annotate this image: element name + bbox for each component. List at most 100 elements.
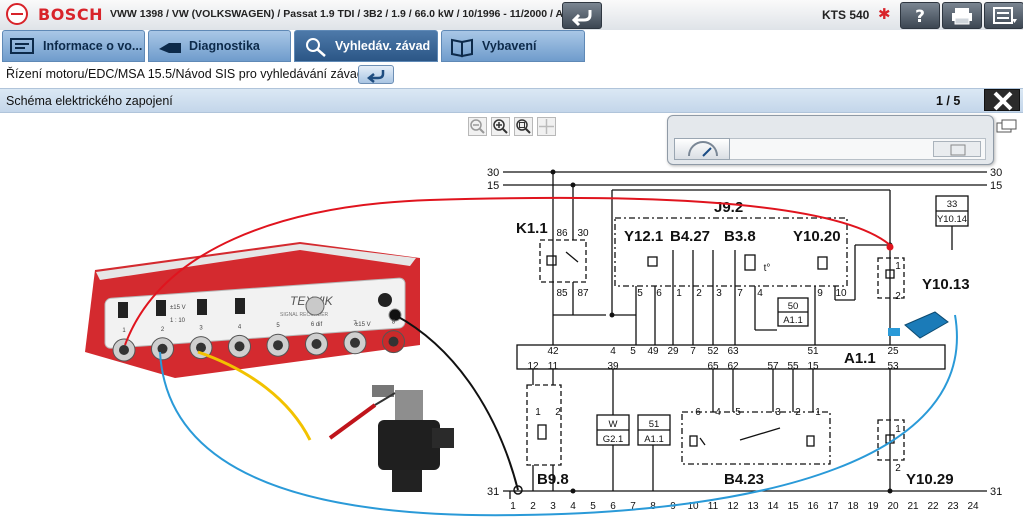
breadcrumb-back-button[interactable] (358, 65, 394, 84)
terminal-number: 2 (530, 501, 536, 512)
tab-vehicle-info[interactable]: Informace o vo... (2, 30, 145, 62)
component-label: Y12.1 (624, 228, 663, 245)
brand-name: BOSCH (38, 5, 103, 24)
gauge-icon (688, 141, 718, 157)
pin-label: 10 (835, 288, 847, 299)
close-icon (993, 91, 1013, 111)
pan-button[interactable] (537, 117, 556, 136)
menu-button[interactable] (984, 2, 1023, 29)
component-label: Y10.13 (922, 276, 970, 293)
pin-label: t° (764, 263, 771, 274)
pin-label: 11 (548, 361, 559, 372)
close-button[interactable] (984, 89, 1020, 111)
component-label: Y10.20 (793, 228, 841, 245)
pin-label: 3 (716, 288, 722, 299)
bluetooth-icon: ✱ (878, 6, 891, 23)
pin-label: 6 (656, 288, 662, 299)
pin-label: 1 (895, 261, 901, 272)
rail-label: 31 (990, 486, 1002, 498)
measurement-overlay-window[interactable] (667, 115, 994, 165)
pin-label: 4 (715, 407, 721, 418)
yellow-probe-wire (197, 350, 312, 441)
terminal-number: 7 (630, 501, 636, 512)
gauge-button[interactable] (674, 138, 730, 160)
channel-label: 3 (199, 326, 203, 332)
red-probe-tip (886, 243, 894, 251)
pin-label: 15 (807, 361, 819, 372)
pin-label: 1 (815, 407, 821, 418)
component-label: Y10.29 (906, 471, 954, 488)
car-info-icon (10, 38, 34, 54)
bosch-logo-icon (6, 3, 28, 25)
ground-clamp (513, 485, 523, 495)
pin-label: 7 (737, 288, 743, 299)
channel-label: 4 (238, 324, 242, 330)
pin-label: 85 (556, 288, 568, 299)
print-button[interactable] (942, 2, 982, 29)
box-label: 51 (649, 419, 660, 430)
vehicle-info: VWW 1398 / VW (VOLKSWAGEN) / Passat 1.9 … (110, 8, 579, 20)
help-button[interactable]: ? (900, 2, 940, 29)
zoom-out-button[interactable] (468, 117, 487, 136)
pin-label: 6 (695, 407, 701, 418)
box-label: A1.1 (783, 315, 803, 326)
pin-label: 87 (577, 288, 589, 299)
tab-equipment[interactable]: Vybavení (441, 30, 585, 62)
box-label: G2.1 (603, 434, 624, 445)
restore-window-button[interactable] (996, 119, 1018, 133)
pin-label: 29 (667, 346, 679, 357)
main-tabs: Informace o vo... Diagnostika Vyhledáv. … (0, 30, 1023, 63)
pin-label: 49 (647, 346, 659, 357)
tab-fault-search[interactable]: Vyhledáv. závad (294, 30, 438, 62)
terminal-number: 10 (687, 501, 699, 512)
channel-label: 1 (122, 328, 126, 334)
oscilloscope-device: TEXVIK SIGNAL RECORDER ±15 V ±15 V 1 : 1… (85, 242, 420, 378)
rail-label: 15 (487, 180, 499, 192)
pin-label: 1 (535, 407, 541, 418)
zoom-fit-button[interactable] (514, 117, 533, 136)
rail-label: 31 (487, 486, 499, 498)
terminal-number: 22 (927, 501, 939, 512)
bnc-pin (157, 343, 168, 354)
box-label: 50 (788, 301, 799, 312)
terminal-number: 13 (747, 501, 759, 512)
terminal-number: 4 (570, 501, 576, 512)
pin-label: 2 (895, 291, 901, 302)
bnc-pin (273, 340, 283, 351)
black-ground-wire (394, 314, 519, 491)
box-label: W (609, 419, 618, 430)
fault-search-icon (306, 38, 326, 57)
zoom-in-button[interactable] (491, 117, 510, 136)
terminal-number: 24 (967, 501, 979, 512)
pin-label: 4 (610, 346, 616, 357)
channel-label: 8 (392, 320, 396, 326)
bnc-pin (350, 337, 360, 348)
component-label: J9.2 (714, 199, 743, 216)
pin-label: 5 (637, 288, 643, 299)
pin-label: 1 (676, 288, 682, 299)
pin-label: 7 (690, 346, 696, 357)
component-label: B4.23 (724, 471, 764, 488)
overlay-window-button[interactable] (933, 141, 981, 157)
pin-label: 42 (547, 346, 559, 357)
terminal-number: 21 (907, 501, 919, 512)
pin-label: 2 (696, 288, 702, 299)
terminal-number: 1 (510, 501, 516, 512)
terminal-number: 5 (590, 501, 596, 512)
osc-range: ±15 V (355, 322, 371, 328)
section-title: Schéma elektrického zapojení (6, 94, 173, 108)
back-button[interactable] (562, 2, 602, 29)
zoom-out-icon (470, 119, 485, 134)
terminal-number: 23 (947, 501, 959, 512)
terminal-number: 20 (887, 501, 899, 512)
pan-icon (539, 119, 554, 134)
red-probe-wire (124, 196, 891, 346)
pin-label: 63 (727, 346, 739, 357)
zoom-in-icon (493, 119, 508, 134)
help-icon: ? (915, 7, 925, 27)
tab-diagnostics[interactable]: Diagnostika (148, 30, 291, 62)
bnc-pin (311, 339, 322, 349)
tab-label: Vyhledáv. závad (335, 39, 431, 53)
channel-label: 7 (353, 321, 357, 327)
top-bar: BOSCH VWW 1398 / VW (VOLKSWAGEN) / Passa… (0, 0, 1023, 31)
